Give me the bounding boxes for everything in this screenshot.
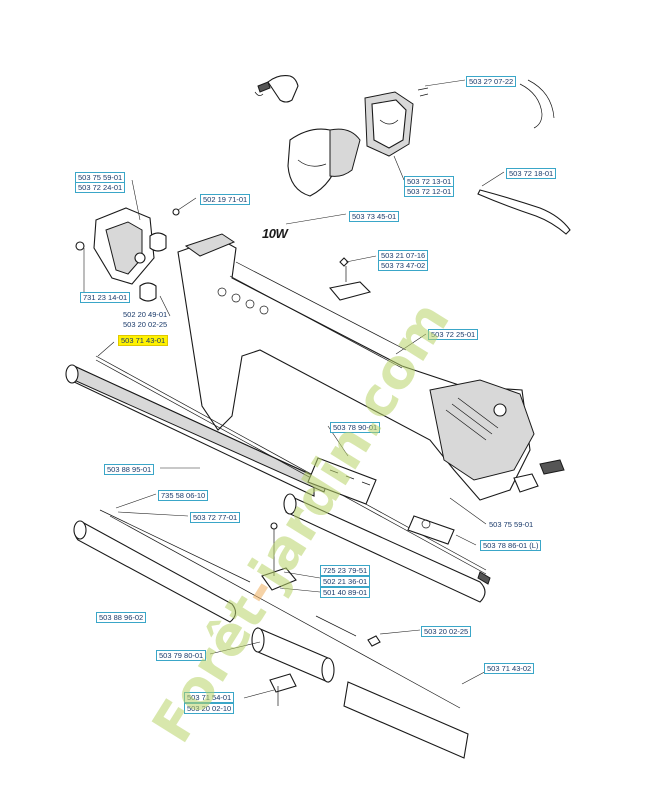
handle-bracket-part <box>364 79 555 157</box>
rod-part-503-72-18 <box>477 189 571 235</box>
part-label[interactable]: 503 73 47-02 <box>378 260 429 271</box>
lower-tube-part <box>73 509 251 623</box>
part-label[interactable]: 731 23 14-01 <box>80 292 131 303</box>
part-label[interactable]: 502 21 36-01 <box>320 576 371 587</box>
part-label[interactable]: 503 72 24-01 <box>75 182 126 193</box>
frame-housing-part <box>177 233 565 501</box>
part-label[interactable]: 502 19 71-01 <box>200 194 251 205</box>
part-label-highlighted[interactable]: 503 71 43-01 <box>118 335 169 346</box>
part-label[interactable]: 503 20 02-25 <box>123 320 168 329</box>
part-label[interactable]: 503 75 59-01 <box>489 520 534 529</box>
clamp-tube-part <box>251 627 335 706</box>
part-label[interactable]: 503 78 90-01 <box>330 422 381 433</box>
part-label[interactable]: 503 71 54-01 <box>184 692 235 703</box>
part-label[interactable]: 501 40 89-01 <box>320 587 371 598</box>
part-label[interactable]: 503 79 80-01 <box>156 650 207 661</box>
part-label[interactable]: 503 72 12-01 <box>404 186 455 197</box>
part-label[interactable]: 503 71 43-02 <box>484 663 535 674</box>
part-label[interactable]: 503 73 45-01 <box>349 211 400 222</box>
part-label[interactable]: 725 23 79-51 <box>320 565 371 576</box>
part-label[interactable]: 503 72 25-01 <box>428 329 479 340</box>
part-label[interactable]: 503 2? 07-22 <box>466 76 517 87</box>
part-label[interactable]: 502 20 49-01 <box>123 310 168 319</box>
clamp-bracket-part <box>75 207 180 302</box>
lower-drive-tube-part <box>109 515 469 759</box>
decal-plates <box>307 457 455 545</box>
bracket-bolt-part <box>261 522 297 591</box>
part-label[interactable]: 735 58 06-10 <box>158 490 209 501</box>
part-label[interactable]: 503 88 96-02 <box>96 612 147 623</box>
handle-grip-part <box>287 128 361 197</box>
part-label[interactable]: 503 72 18-01 <box>506 168 557 179</box>
part-label[interactable]: 503 20 02-25 <box>421 626 472 637</box>
brand-logo: 10W <box>262 226 288 241</box>
part-label[interactable]: 503 78 86-01 (L) <box>480 540 542 551</box>
part-label[interactable]: 503 72 77-01 <box>190 512 241 523</box>
outer-tube-part <box>65 364 486 603</box>
part-label[interactable]: 503 20 02-10 <box>184 703 235 714</box>
part-label[interactable]: 503 88 95-01 <box>104 464 155 475</box>
handle-trigger-part <box>254 75 299 103</box>
bolt-plate-parts <box>328 257 372 301</box>
